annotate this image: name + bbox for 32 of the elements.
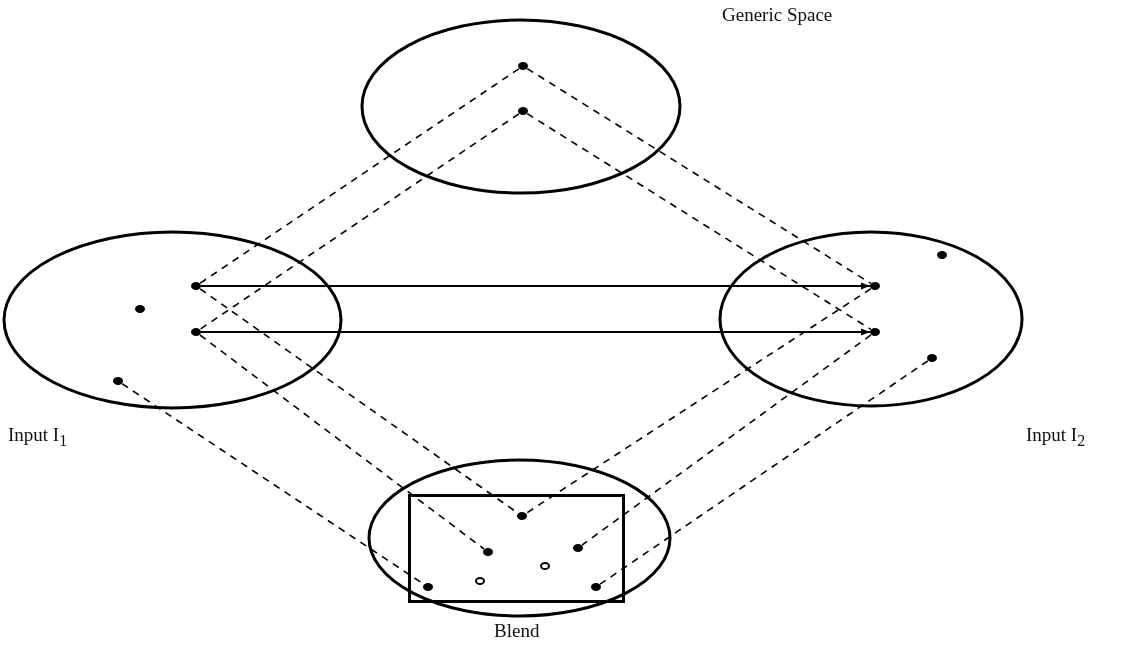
dot [518, 62, 528, 70]
dot [423, 583, 433, 591]
dot [937, 251, 947, 259]
dashed-connector [199, 113, 520, 330]
dot [113, 377, 123, 385]
dot [483, 548, 493, 556]
dot [927, 354, 937, 362]
blend-label: Blend [494, 620, 540, 642]
arrow [201, 328, 870, 336]
dot [870, 282, 880, 290]
dot [870, 328, 880, 336]
dot [518, 107, 528, 115]
dot [191, 328, 201, 336]
space-label: Generic Space [722, 4, 833, 26]
dashed-connector [199, 68, 520, 284]
hollow-dot [540, 562, 550, 570]
dashed-connector [199, 334, 485, 550]
dot [191, 282, 201, 290]
dashed-connector [525, 287, 872, 515]
dashed-connector [526, 67, 872, 285]
dot [135, 305, 145, 313]
input-label: Input I$_{1}$ [8, 424, 68, 450]
hollow-dot [475, 577, 485, 585]
dot [573, 544, 583, 552]
arrow [201, 282, 870, 290]
dashed-connector [526, 112, 872, 331]
dashed-connector [599, 360, 929, 585]
dot [517, 512, 527, 520]
blend-frame [408, 494, 625, 603]
dot [591, 583, 601, 591]
input-label: Input I$_{2}$ [1026, 424, 1086, 450]
dashed-connector [581, 334, 872, 546]
